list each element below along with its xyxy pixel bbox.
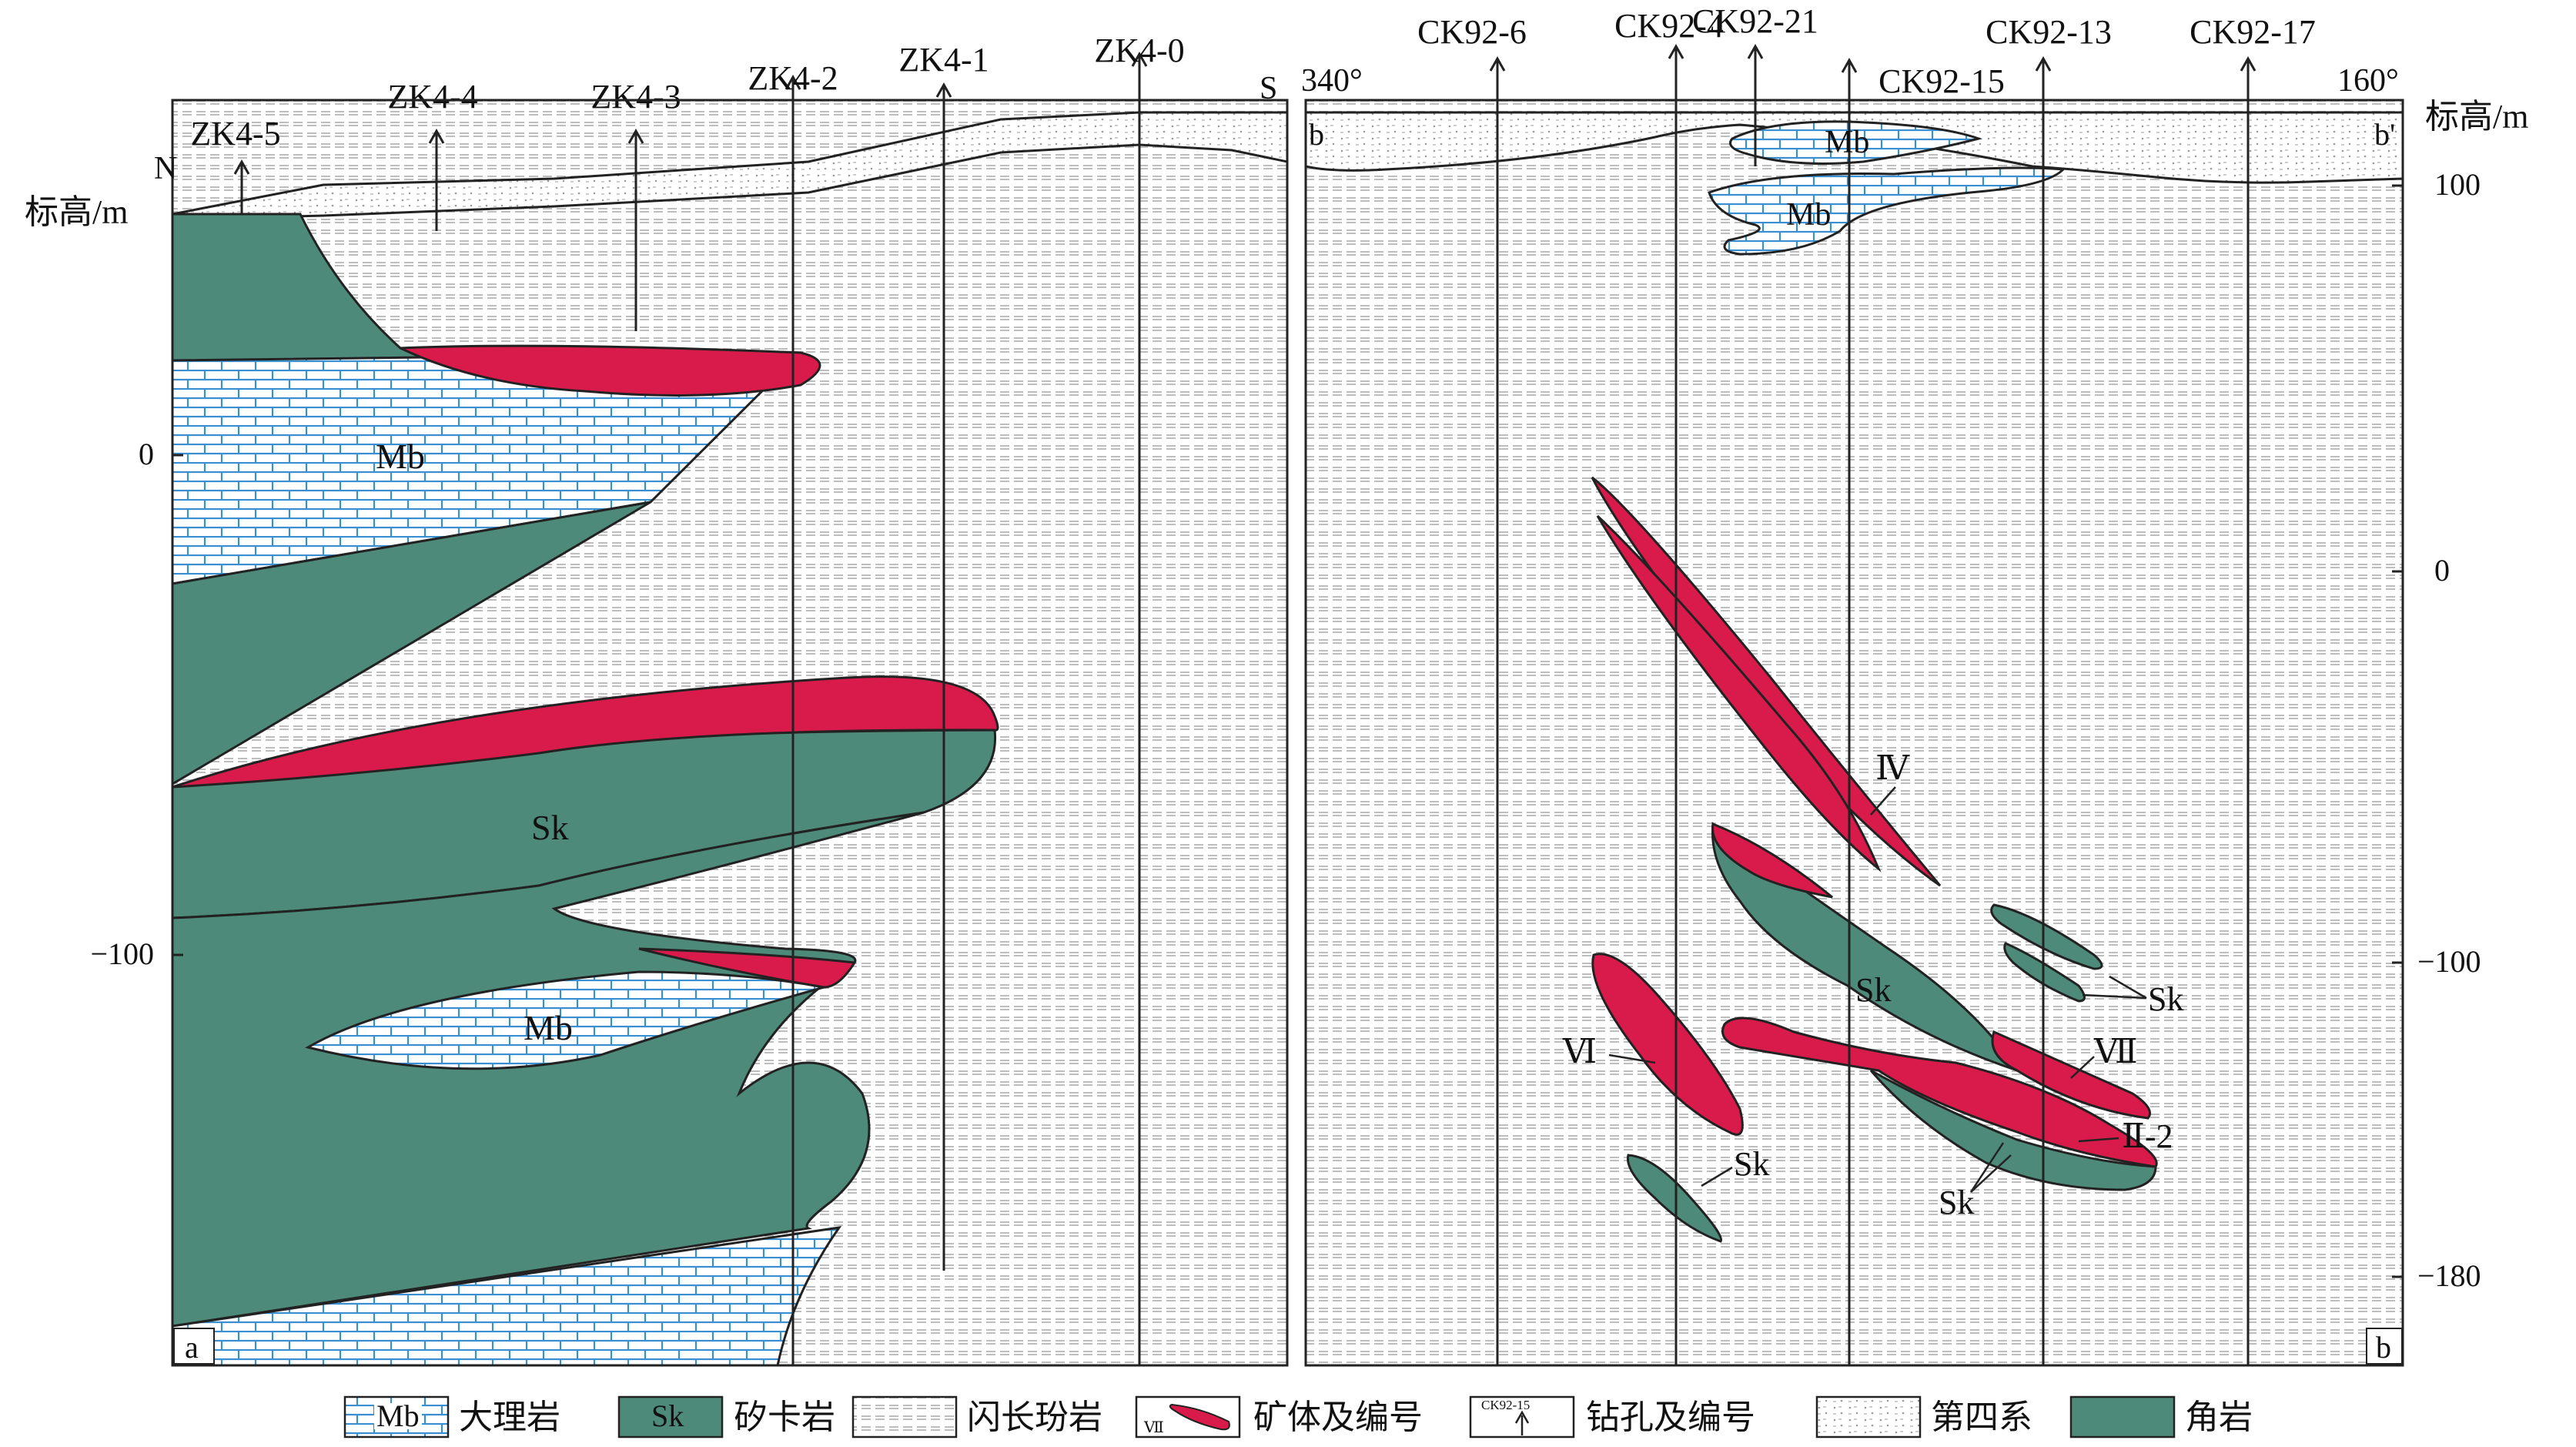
label-sk-right: Sk xyxy=(2148,980,2183,1018)
zk-arrow-icon-4 xyxy=(935,82,952,98)
ore-body-large xyxy=(172,675,999,789)
b-right-label: b' xyxy=(2374,117,2395,152)
south-label: S xyxy=(1260,71,1277,106)
zk-label-1: ZK4-4 xyxy=(387,78,477,116)
legend: Mb 大理岩 Sk 矽卡岩 闪长玢岩 Ⅶ 矿体及编号 CK92-15 钻孔及编号… xyxy=(343,1395,2253,1439)
ore-body-small xyxy=(638,947,857,989)
legend-hornfels-swatch xyxy=(2069,1395,2176,1439)
label-mb-upper: Mb xyxy=(376,437,425,476)
b-left-label: b xyxy=(1309,117,1324,152)
zk-label-4: ZK4-1 xyxy=(898,41,989,79)
zk-label-0: ZK4-5 xyxy=(190,115,280,152)
ore-body-iv-b xyxy=(1596,514,1882,873)
legend-marble: 大理岩 xyxy=(459,1398,560,1436)
azimuth-left: 340° xyxy=(1301,63,1363,99)
ore-body-vii-top xyxy=(1711,822,1833,899)
azimuth-right: 160° xyxy=(2337,63,2399,99)
elevation-label-a: 标高/m xyxy=(25,193,128,231)
legend-ore-number: Ⅶ xyxy=(1143,1419,1164,1436)
ck-label-2: CK92-21 xyxy=(1692,2,1818,40)
zk-arrow-icon-3 xyxy=(785,74,801,90)
zk-label-5: ZK4-0 xyxy=(1094,32,1184,69)
label-sk-main-b: Sk xyxy=(1855,971,1891,1009)
ck-arrow-icon-4 xyxy=(2035,55,2052,72)
ck-label-3: CK92-15 xyxy=(1878,62,2005,100)
tick-a-0: 0 xyxy=(139,437,154,471)
legend-skarn: 矽卡岩 xyxy=(734,1398,835,1436)
panel-a: ZK4-5 ZK4-4 ZK4-3 ZK4-2 ZK4-1 ZK4-0 0 −100 标高… xyxy=(25,32,1289,1367)
panel-b-tag: b xyxy=(2376,1330,2391,1365)
tick-b-100: 100 xyxy=(2434,167,2481,202)
marble-bottom xyxy=(172,1226,842,1365)
ck-arrow-icon-0 xyxy=(1489,55,1506,72)
tick-a-minus100: −100 xyxy=(90,936,154,971)
zk-arrow-icon-0 xyxy=(233,159,250,175)
zk-arrow-icon-1 xyxy=(428,128,445,144)
diorite-background-b xyxy=(1306,100,2403,1365)
zk-arrow-icon-2 xyxy=(627,128,644,144)
legend-diorite-swatch xyxy=(851,1395,958,1439)
legend-hornfels: 角岩 xyxy=(2185,1398,2253,1436)
panel-a-tag: a xyxy=(185,1330,199,1365)
label-mb-b1: Mb xyxy=(1825,125,1869,160)
legend-skarn-abbr: Sk xyxy=(651,1398,684,1433)
drillholes-a: ZK4-5 ZK4-4 ZK4-3 ZK4-2 ZK4-1 ZK4-0 xyxy=(190,32,1185,1365)
legend-ore: 矿体及编号 xyxy=(1253,1398,1423,1436)
marble-lens-b2 xyxy=(1708,166,2066,256)
ck-arrow-icon-3 xyxy=(1841,57,1858,73)
label-mb-b2: Mb xyxy=(1786,197,1831,233)
marble-lens xyxy=(305,970,825,1070)
label-ore-vii: Ⅶ xyxy=(2093,1033,2138,1070)
label-sk-lower: Sk xyxy=(1939,1184,1974,1221)
north-label: N xyxy=(154,151,177,186)
ck-label-0: CK92-6 xyxy=(1417,13,1527,51)
elevation-label-b: 标高/m xyxy=(2425,98,2528,136)
label-sk-bottom: Sk xyxy=(1734,1145,1769,1183)
ore-body-vi xyxy=(1591,953,1744,1136)
ck-label-4: CK92-13 xyxy=(1986,13,2112,51)
label-ore-ii2: Ⅱ-2 xyxy=(2122,1117,2173,1155)
ck-arrow-icon-1 xyxy=(1668,43,1684,59)
tick-b-0: 0 xyxy=(2434,553,2450,588)
legend-hole: 钻孔及编号 xyxy=(1586,1398,1755,1436)
zk-arrow-icon-5 xyxy=(1131,51,1148,67)
zk-label-3: ZK4-2 xyxy=(748,59,838,97)
ck-arrow-icon-2 xyxy=(1747,43,1764,59)
legend-diorite: 闪长玢岩 xyxy=(967,1398,1102,1436)
zk-label-2: ZK4-3 xyxy=(590,78,681,116)
label-ore-vi: Ⅵ xyxy=(1562,1033,1597,1070)
skarn-bottom-b xyxy=(1626,1154,1723,1243)
legend-hole-number: CK92-15 xyxy=(1481,1398,1530,1412)
hornfels-middle xyxy=(172,501,651,785)
tick-b-minus180: −180 xyxy=(2417,1258,2481,1293)
legend-quaternary: 第四系 xyxy=(1931,1398,2032,1436)
legend-marble-abbr: Mb xyxy=(376,1398,420,1433)
panel-a-frame xyxy=(171,99,1289,1367)
tick-b-minus100: −100 xyxy=(2417,944,2481,979)
label-mb-lower: Mb xyxy=(524,1008,573,1047)
ore-body-vii xyxy=(1991,1030,2151,1120)
legend-quaternary-swatch xyxy=(1815,1395,1922,1439)
ck-label-5: CK92-17 xyxy=(2190,13,2316,51)
quaternary-cover xyxy=(172,111,1287,221)
label-ore-iv: Ⅳ xyxy=(1875,749,1910,787)
label-sk: Sk xyxy=(531,808,569,847)
ck-arrow-icon-5 xyxy=(2240,55,2257,72)
ore-body-upper xyxy=(400,344,821,397)
marble-lens-b1 xyxy=(1729,120,1983,165)
hornfels-lower xyxy=(172,811,925,1328)
skarn-lower-right xyxy=(1869,1069,2157,1191)
ck-label-1: CK92-4 xyxy=(1614,7,1724,45)
legend-skarn-swatch xyxy=(617,1395,724,1439)
panel-b-frame xyxy=(1304,99,2404,1367)
